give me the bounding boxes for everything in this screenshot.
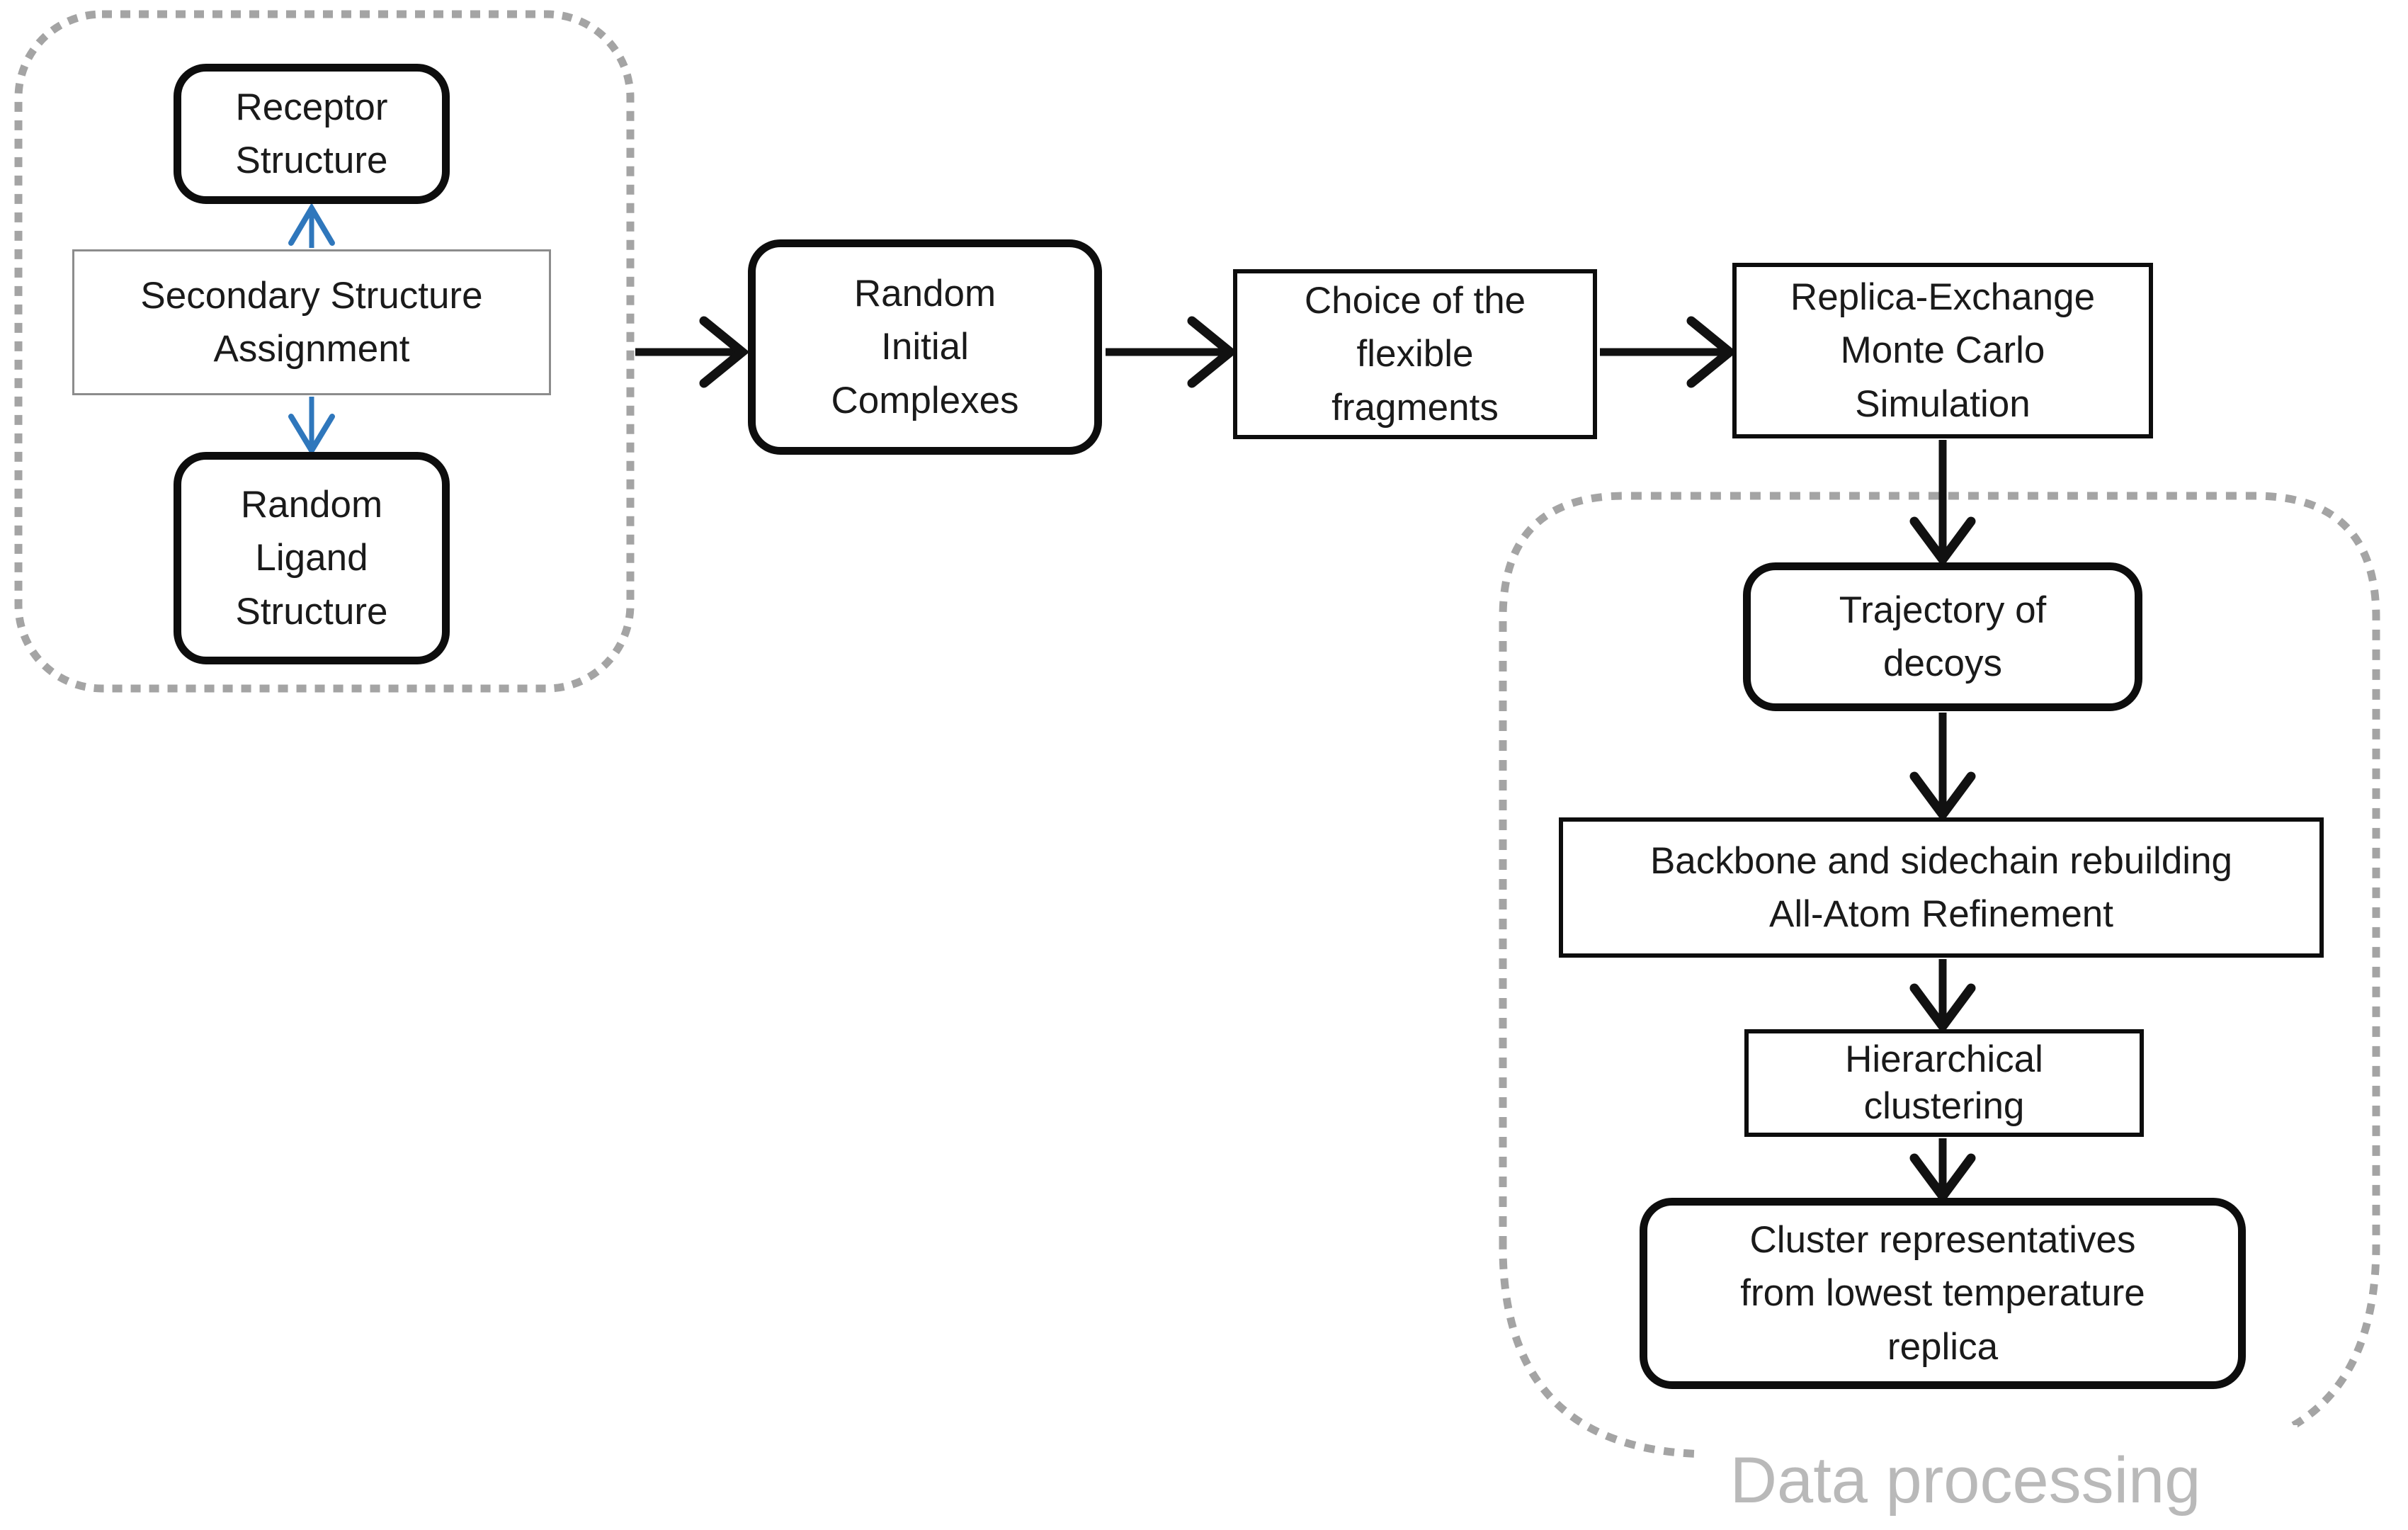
node-label: Random Initial Complexes (831, 273, 1019, 421)
node-label: Replica-Exchange Monte Carlo Simulation (1790, 276, 2096, 425)
node-label: Secondary Structure Assignment (140, 274, 483, 370)
arrow-assignment-to-ligand (288, 397, 335, 456)
node-hierarchical-clustering: Hierarchical clustering (1744, 1029, 2144, 1137)
arrow-choice-to-replica (1600, 316, 1737, 388)
node-label: Trajectory of decoys (1839, 589, 2047, 684)
inputs-group-border (14, 10, 635, 693)
node-label: Choice of the flexible fragments (1304, 280, 1526, 429)
node-backbone-sidechain-rebuilding: Backbone and sidechain rebuilding All-At… (1559, 817, 2324, 958)
data-processing-group-border (1499, 492, 2380, 1458)
node-label: Backbone and sidechain rebuilding All-At… (1649, 839, 2233, 935)
node-label: Random Ligand Structure (235, 484, 388, 633)
node-label: Cluster representatives from lowest temp… (1740, 1219, 2145, 1368)
arrow-clustering-to-representatives (1909, 1138, 1976, 1204)
node-replica-exchange-monte-carlo: Replica-Exchange Monte Carlo Simulation (1732, 263, 2153, 438)
group-border-label-gap (1698, 1425, 2298, 1530)
arrow-assignment-to-receptor (288, 203, 335, 248)
arrow-complexes-to-choice (1106, 316, 1238, 388)
arrow-backbone-to-clustering (1909, 959, 1976, 1034)
node-label: Receptor Structure (235, 86, 388, 181)
node-label: Hierarchical clustering (1845, 1038, 2043, 1127)
node-random-initial-complexes: Random Initial Complexes (748, 239, 1102, 455)
node-trajectory-of-decoys: Trajectory of decoys (1743, 562, 2142, 711)
node-receptor-structure: Receptor Structure (174, 64, 450, 204)
data-processing-group-label: Data processing (1730, 1444, 2201, 1517)
arrow-inputs-to-complexes (635, 316, 750, 388)
node-random-ligand-structure: Random Ligand Structure (174, 452, 450, 664)
node-cluster-representatives: Cluster representatives from lowest temp… (1640, 1198, 2246, 1389)
arrow-replica-to-trajectory (1909, 440, 1976, 567)
arrow-trajectory-to-backbone (1909, 713, 1976, 822)
node-choice-flexible-fragments: Choice of the flexible fragments (1233, 269, 1597, 439)
node-secondary-structure-assignment: Secondary Structure Assignment (72, 249, 551, 395)
